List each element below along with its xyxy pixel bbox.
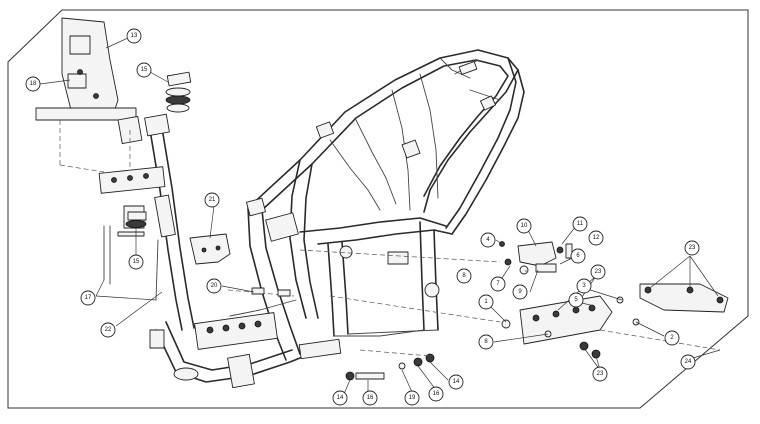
callout-17-label: 17 [85, 295, 92, 301]
main-frame [149, 49, 525, 389]
callout-13-label: 13 [131, 33, 138, 39]
callout-6-label: 6 [576, 253, 580, 259]
callout-14-left: 14 [332, 390, 348, 406]
footboard-plate [501, 295, 721, 359]
callout-15-bottom-label: 15 [133, 259, 140, 265]
callout-11-label: 11 [577, 221, 584, 227]
callout-8-upper: 8 [456, 268, 472, 284]
callout-16-right: 16 [428, 386, 444, 402]
callout-4: 4 [480, 232, 496, 248]
callout-22: 22 [100, 322, 116, 338]
callout-20-label: 20 [211, 283, 218, 289]
side-bracket [189, 233, 295, 297]
callout-14-left-label: 14 [337, 395, 344, 401]
callout-10: 10 [516, 218, 532, 234]
callout-23-mid-label: 23 [595, 269, 602, 275]
callout-14-right-label: 14 [453, 379, 460, 385]
callout-3-label: 3 [582, 283, 586, 289]
callout-7-label: 7 [496, 281, 500, 287]
callout-8-lower-label: 8 [484, 339, 488, 345]
callout-16-right-label: 16 [433, 391, 440, 397]
steering-column [98, 113, 195, 331]
callout-23-bottom-label: 23 [597, 371, 604, 377]
callout-22-label: 22 [105, 327, 112, 333]
callout-21-label: 21 [209, 197, 216, 203]
callout-17: 17 [80, 290, 96, 306]
callout-9-label: 9 [518, 289, 522, 295]
callout-10-label: 10 [521, 223, 528, 229]
callout-23-mid: 23 [590, 264, 606, 280]
callout-23-right-label: 23 [689, 245, 696, 251]
callout-8-upper-label: 8 [462, 273, 466, 279]
callout-16-left: 16 [362, 390, 378, 406]
callout-16-left-label: 16 [367, 395, 374, 401]
callout-6: 6 [570, 248, 586, 264]
right-bracket-group [299, 241, 573, 323]
callout-5-label: 5 [574, 297, 578, 303]
callout-11: 11 [572, 216, 588, 232]
callout-14-right: 14 [448, 374, 464, 390]
right-end-plate [639, 283, 729, 313]
callouts: 13 18 15 15 17 22 21 20 10 11 12 4 8 7 6… [25, 28, 700, 406]
callout-20: 20 [206, 278, 222, 294]
callout-12: 12 [588, 230, 604, 246]
callout-8-lower: 8 [478, 334, 494, 350]
callout-15-bottom: 15 [128, 254, 144, 270]
callout-9: 9 [512, 284, 528, 300]
callout-7: 7 [490, 276, 506, 292]
callout-5: 5 [568, 292, 584, 308]
callout-19-label: 19 [409, 395, 416, 401]
callout-1: 1 [478, 294, 494, 310]
diagram-border [7, 9, 749, 409]
bottom-fasteners [345, 349, 435, 381]
bearing-stack [125, 71, 192, 228]
callout-2: 2 [664, 330, 680, 346]
callout-18: 18 [25, 76, 41, 92]
upper-left-bracket [35, 17, 143, 173]
callout-18-label: 18 [30, 81, 37, 87]
callout-23-bottom: 23 [592, 366, 608, 382]
callout-12-label: 12 [593, 235, 600, 241]
callout-2-label: 2 [670, 335, 674, 341]
callout-3: 3 [576, 278, 592, 294]
callout-24: 24 [680, 354, 696, 370]
callout-15-top: 15 [136, 62, 152, 78]
callout-19: 19 [404, 390, 420, 406]
callout-4-label: 4 [486, 237, 490, 243]
callout-23-right: 23 [684, 240, 700, 256]
callout-21: 21 [204, 192, 220, 208]
callout-24-label: 24 [685, 359, 692, 365]
callout-15-top-label: 15 [141, 67, 148, 73]
callout-1-label: 1 [484, 299, 488, 305]
callout-13: 13 [126, 28, 142, 44]
